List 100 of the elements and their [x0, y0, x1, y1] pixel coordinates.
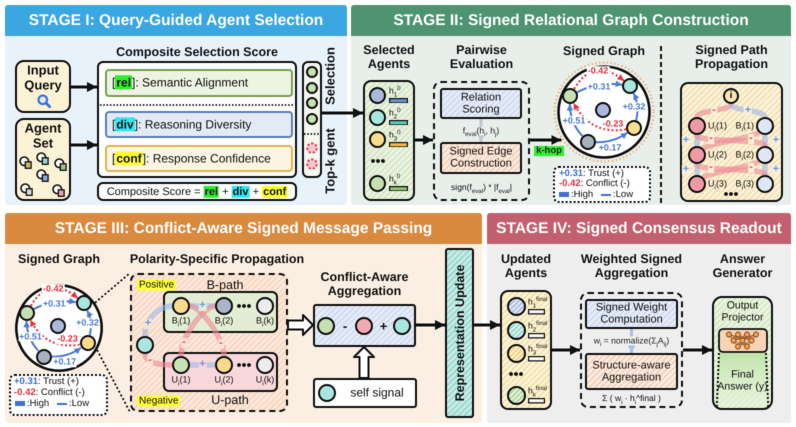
- arrow: [415, 135, 433, 145]
- legend-text: +0.31: Trust (+): [559, 168, 624, 178]
- path-node-label: B$_{i}$(3): [736, 180, 754, 188]
- formula-text: sign(f$_{eval}$) * |f$_{eval}$|: [451, 183, 512, 193]
- signal-box: [313, 378, 417, 408]
- score-formula: Composite Score = rel + div + conf: [106, 185, 288, 198]
- node-title: Input Query: [23, 63, 63, 93]
- step-label: Structure-aware Aggregation: [591, 359, 672, 384]
- stage-panel: [5, 5, 347, 205]
- vertical-label: Selection: [324, 47, 338, 105]
- arrow: [416, 320, 445, 330]
- legend-text: :Low: [69, 398, 90, 408]
- section-title: Composite Selection Score: [116, 44, 278, 58]
- step-label: Final Answer (y): [716, 369, 769, 393]
- legend-text: -0.42: Conflict (-): [14, 388, 85, 398]
- edge-label: +0.17: [598, 143, 622, 153]
- input-box: [15, 118, 71, 201]
- score-row: [105, 69, 293, 97]
- vertical-label: Representation Update: [452, 264, 466, 402]
- step-label: self signal: [350, 386, 404, 400]
- formula-text: Σ ( w$_{i}$ · h$_{i}$^final ): [602, 394, 661, 404]
- propagation-band: [702, 159, 760, 180]
- stage-panel: [487, 213, 791, 423]
- signed-edge-arrow: [572, 102, 626, 132]
- path-node-label: B$_{i}$(k): [256, 316, 274, 325]
- legend-box: [553, 166, 651, 203]
- polarity-tag: Positive: [137, 279, 176, 290]
- propagation-band: [694, 164, 700, 175]
- section-title: Updated Agents: [500, 252, 552, 280]
- score-term: [rel]: Semantic Alignment: [112, 76, 248, 90]
- polarity-tag: Negative: [137, 396, 180, 406]
- zoom-line: [94, 272, 131, 304]
- sign-label: -: [748, 163, 754, 173]
- legend-text: +0.31: Trust (+): [14, 376, 79, 386]
- sign-label: +: [144, 319, 152, 329]
- propagation-band: [190, 303, 215, 309]
- stage-header: STAGE III: Conflict-Aware Signed Message Passing: [5, 213, 482, 244]
- path-title: U-path: [211, 393, 249, 407]
- process-box: [585, 299, 678, 329]
- path-node-label: B$_{i}$(2): [736, 150, 754, 160]
- step-label: Signed Weight Computation: [594, 302, 668, 326]
- input-box: [15, 60, 71, 113]
- stage-header: STAGE IV: Signed Consensus Readout: [487, 213, 791, 244]
- stage-header: STAGE II: Signed Relational Graph Construction: [351, 5, 791, 36]
- signed-edge-arrow: [30, 319, 80, 346]
- stage-panel: [5, 213, 482, 423]
- sign-label: -: [708, 163, 714, 173]
- section-title: Polarity-Specific Propagation: [130, 252, 304, 266]
- sign-label: -: [181, 338, 187, 348]
- signed-edge-arrow: [596, 132, 628, 144]
- signed-edge-arrow: [52, 346, 82, 358]
- edge-label: +0.31: [586, 82, 612, 92]
- stage-panel: [351, 5, 791, 205]
- path-node-label: U$_{i}$(2): [708, 150, 727, 160]
- path-node-label: B$_{i}$(1): [172, 316, 190, 325]
- hollow-arrow: [353, 346, 375, 379]
- sign-label: -: [218, 339, 224, 349]
- sign-label: -: [711, 106, 717, 116]
- edge-label: +0.51: [562, 116, 586, 126]
- path-node-label: B$_{i}$(2): [214, 316, 234, 325]
- section-title: Conflict-Aware Aggregation: [320, 270, 410, 298]
- target-node-circle: [723, 88, 739, 104]
- source-node-circle: [136, 336, 154, 354]
- edge-label: +0.32: [75, 318, 100, 328]
- section-title: Weighted Signed Aggregation: [580, 252, 684, 280]
- process-box: [440, 88, 522, 119]
- step-label: Relation Scoring: [460, 91, 502, 116]
- section-title: Signed Path Propagation: [694, 43, 769, 71]
- sign-label: -: [708, 134, 714, 144]
- legend-text: :Low: [613, 190, 634, 200]
- section-title: Selected Agents: [362, 43, 416, 71]
- edge-label: -0.42: [586, 66, 610, 76]
- update-bar: [445, 248, 474, 418]
- path-node-label: U$_{i}$(2): [214, 375, 234, 384]
- arrow: [474, 320, 500, 330]
- vertical-label: Top-k gent: [324, 128, 338, 194]
- arrow: [71, 82, 97, 92]
- operator-sign: -: [342, 319, 348, 332]
- section-title: Answer Generator: [712, 252, 774, 280]
- edge-label: +0.31: [42, 300, 67, 309]
- legend-text: :High: [27, 398, 50, 408]
- hollow-arrow: [287, 314, 314, 336]
- edge-label: +0.32: [622, 102, 646, 112]
- path-node-label: B$_{i}$(1): [736, 122, 754, 130]
- edge-label: -0.23: [56, 334, 79, 344]
- arrow: [683, 345, 712, 355]
- edge-label: k-hop: [534, 146, 564, 156]
- arrow: [71, 140, 97, 150]
- legend-box: [9, 374, 108, 416]
- legend-text: -0.42: Conflict (-): [559, 179, 630, 189]
- path-node-label: U$_{i}$(k): [256, 375, 274, 384]
- arrow: [322, 108, 363, 118]
- step-label: Signed Edge Construction: [448, 146, 514, 170]
- arrow: [530, 135, 562, 145]
- propagation-band: [702, 130, 760, 151]
- path-node-label: U$_{i}$(3): [708, 180, 727, 188]
- section-title: Signed Graph: [563, 44, 645, 58]
- propagation-band: [762, 164, 768, 175]
- path-node-label: U$_{i}$(1): [172, 375, 190, 384]
- sign-label: -: [748, 134, 754, 144]
